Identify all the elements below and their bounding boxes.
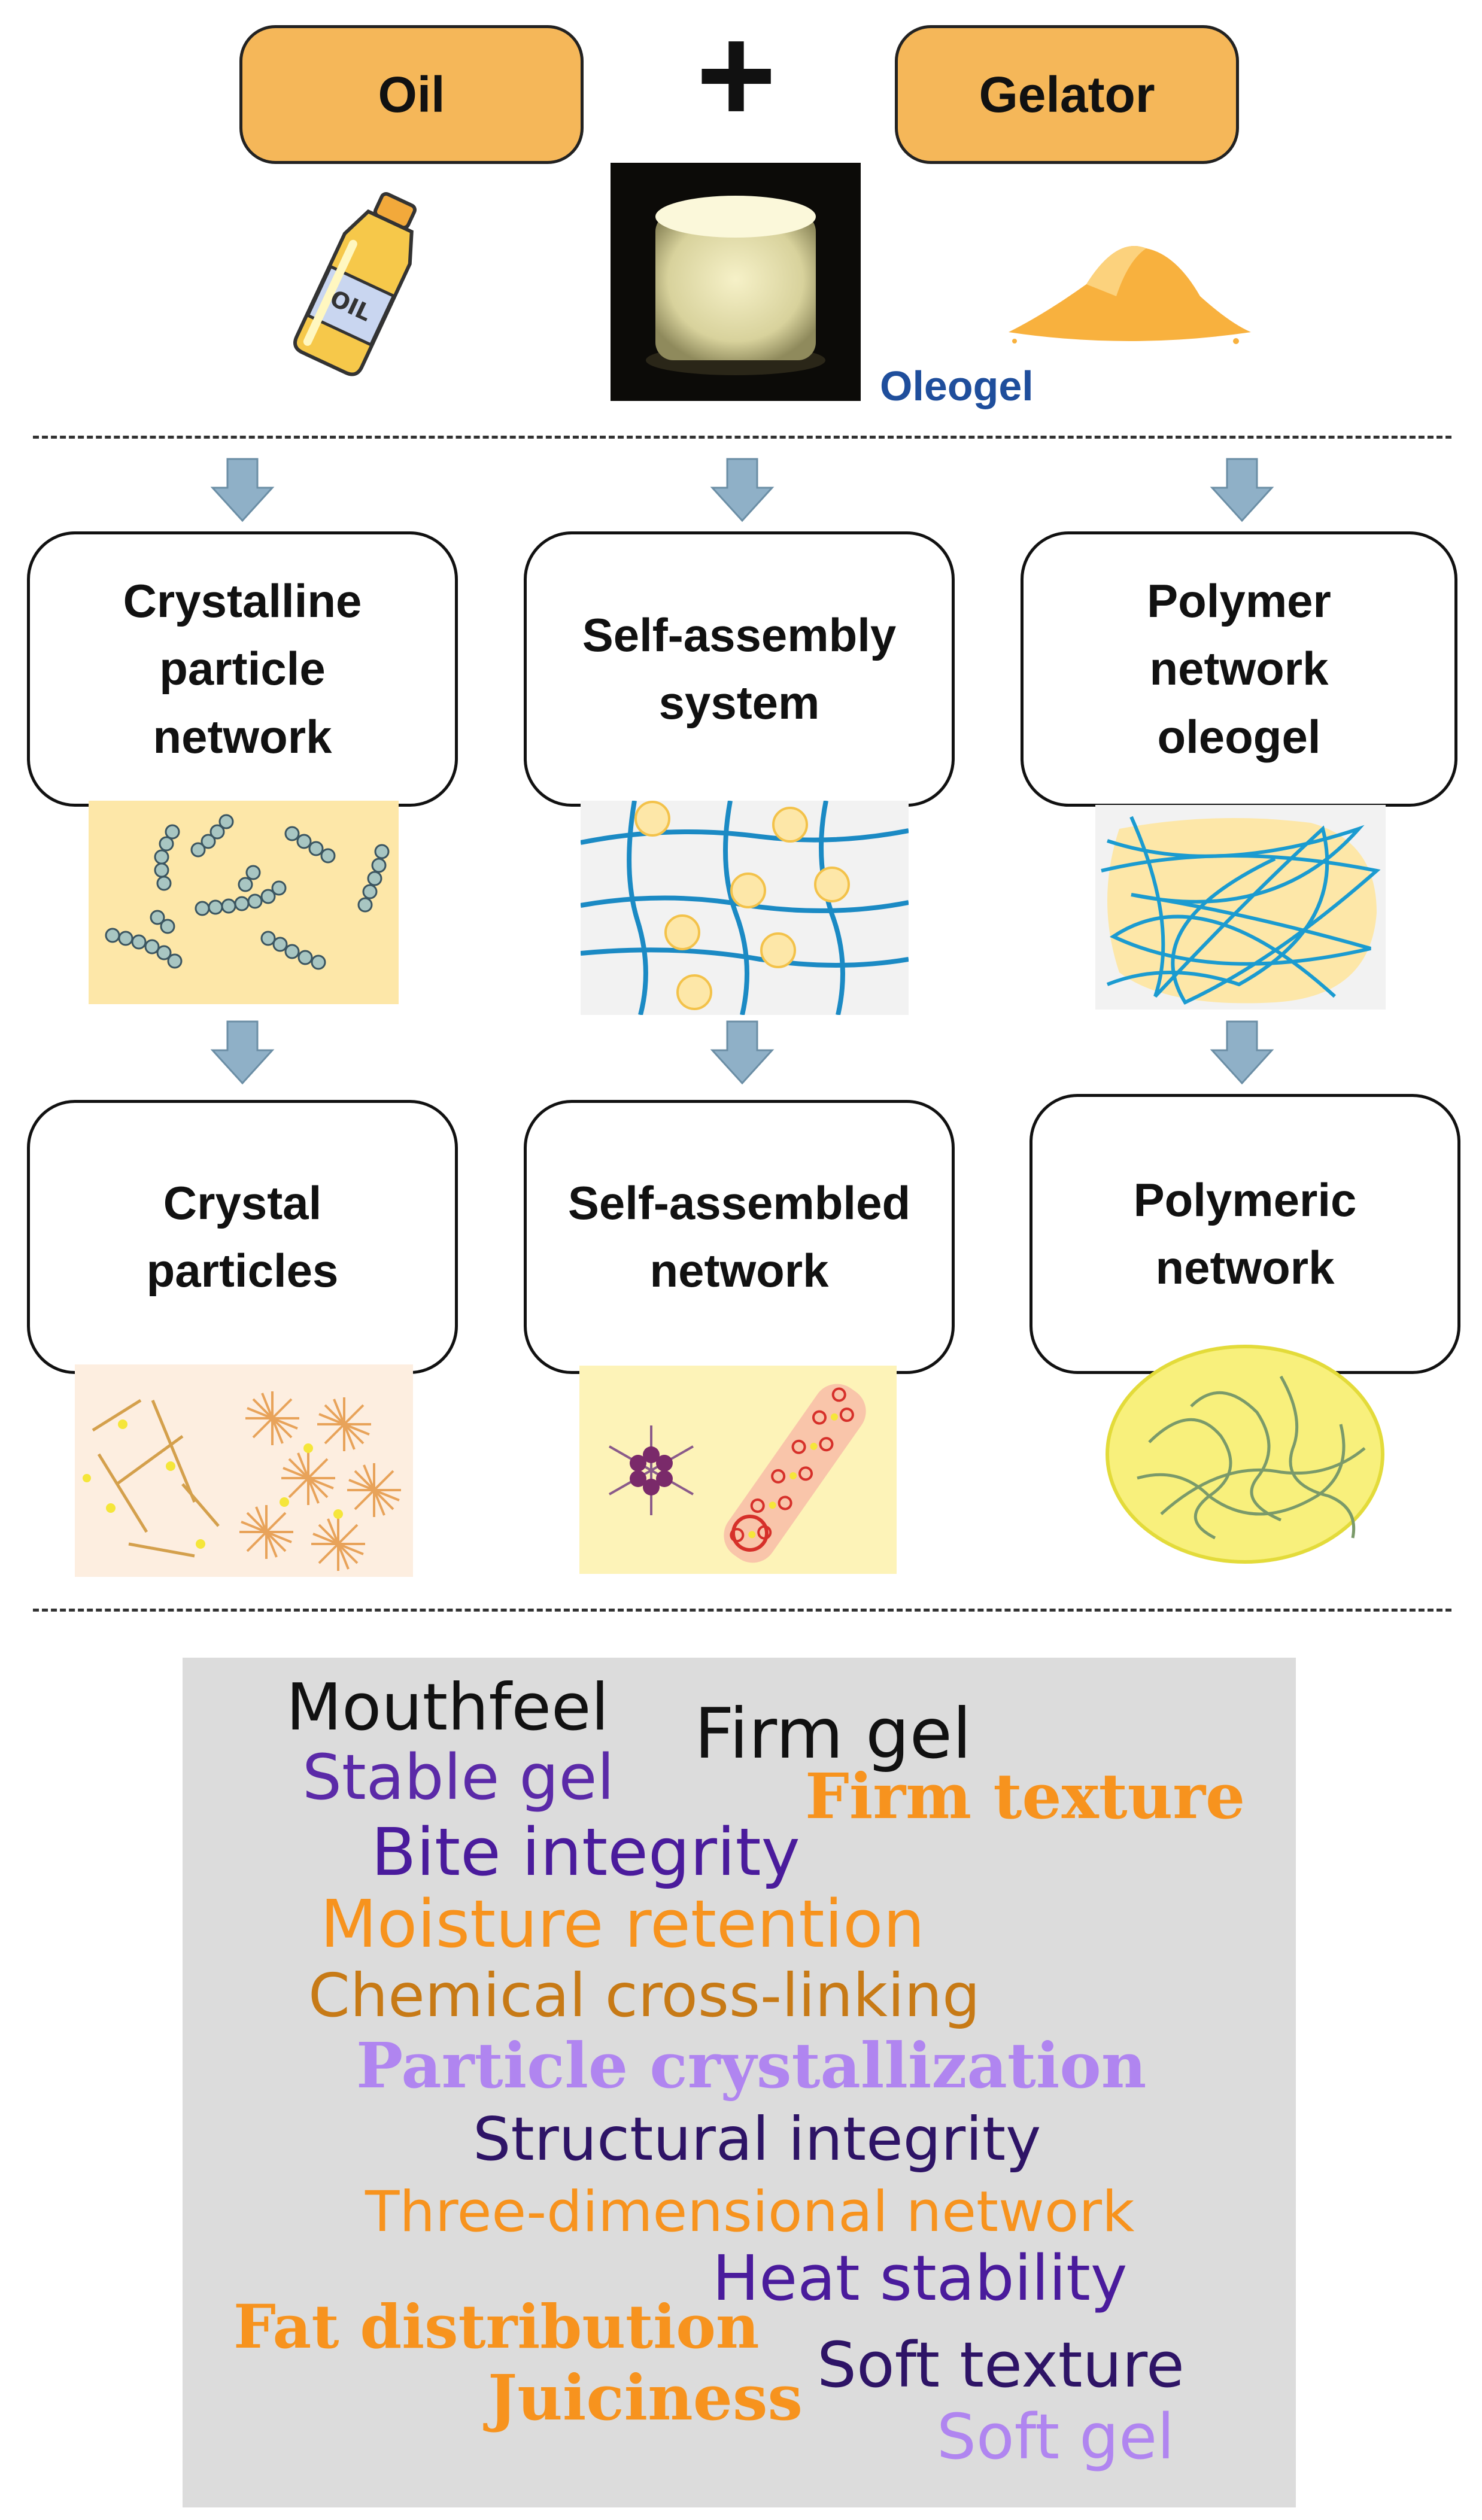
word-mouthfeel: Mouthfeel — [286, 1670, 609, 1745]
self-assembled-network-box: Self-assembled network — [524, 1100, 955, 1374]
word-three-dimensional-network: Three-dimensional network — [365, 2179, 1135, 2245]
word-particle-crystallization: Particle crystallization — [356, 2029, 1147, 2102]
crystalline-particle-network-box: Crystalline particle network — [27, 531, 458, 807]
down-arrow-icon — [710, 458, 775, 522]
down-arrow-icon — [710, 1020, 775, 1085]
polymeric-network-box: Polymeric network — [1029, 1094, 1460, 1374]
word-firm-gel: Firm gel — [694, 1694, 972, 1774]
system-label-line: particle — [159, 642, 326, 695]
crystal-particles-illustration — [75, 1364, 413, 1577]
system-label-line: Polymer — [1147, 574, 1331, 628]
system-label-line: system — [658, 676, 820, 729]
word-soft-gel: Soft gel — [937, 2400, 1175, 2473]
word-fat-distribution: Fat distribution — [233, 2291, 760, 2362]
oleogel-caption: Oleogel — [880, 363, 1034, 409]
down-arrow-icon — [1210, 1020, 1274, 1085]
word-cloud-panel — [183, 1658, 1296, 2507]
word-soft-texture: Soft texture — [817, 2329, 1185, 2402]
gelator-label-box: Gelator — [895, 25, 1239, 164]
network-label-line: network — [1155, 1241, 1335, 1294]
crystalline-particle-illustration — [89, 801, 399, 1004]
gelator-powder-icon — [1009, 246, 1251, 344]
word-structural-integrity: Structural integrity — [473, 2104, 1041, 2174]
gelator-label: Gelator — [979, 66, 1155, 123]
network-label-line: particles — [146, 1244, 339, 1297]
network-label-line: network — [649, 1244, 829, 1297]
oil-bottle-icon: OIL — [293, 192, 417, 376]
word-bite-integrity: Bite integrity — [371, 1814, 800, 1890]
system-label-line: Crystalline — [123, 574, 362, 628]
word-juiciness: Juiciness — [488, 2361, 803, 2434]
top-divider — [33, 436, 1451, 439]
system-label-line: network — [1149, 642, 1329, 695]
down-arrow-icon — [210, 1020, 275, 1085]
spherulite-group — [239, 1391, 401, 1571]
word-stable-gel: Stable gel — [302, 1741, 615, 1814]
network-label-line: Self-assembled — [567, 1176, 911, 1229]
plus-sign: + — [696, 0, 777, 151]
down-arrow-icon — [210, 458, 275, 522]
word-moisture-retention: Moisture retention — [320, 1886, 925, 1962]
system-label-line: network — [153, 710, 332, 763]
system-label-line: Self-assembly — [582, 608, 897, 661]
down-arrow-icon — [1210, 458, 1274, 522]
polymer-network-illustration — [1095, 805, 1386, 1010]
polymeric-network-illustration — [1106, 1345, 1384, 1564]
self-assembled-network-illustration — [579, 1366, 897, 1574]
bottom-divider — [33, 1609, 1451, 1612]
word-heat-stability: Heat stability — [712, 2242, 1128, 2315]
network-label-line: Crystal — [163, 1176, 322, 1229]
oleogel-cylinder-image — [646, 196, 825, 375]
self-assembly-illustration — [581, 801, 909, 1015]
oil-label: Oil — [378, 66, 445, 123]
micelle-cluster — [609, 1425, 694, 1515]
network-label-line: Polymeric — [1133, 1173, 1357, 1226]
system-label-line: oleogel — [1157, 710, 1321, 763]
oleogel-photo — [611, 163, 861, 401]
self-assembly-system-box: Self-assembly system — [524, 531, 955, 807]
crystal-particles-box: Crystal particles — [27, 1100, 458, 1374]
word-chemical-cross-linking: Chemical cross-linking — [308, 1960, 980, 2030]
oil-label-box: Oil — [239, 25, 584, 164]
word-firm-texture: Firm texture — [805, 1759, 1246, 1833]
polymer-network-oleogel-box: Polymer network oleogel — [1021, 531, 1457, 807]
